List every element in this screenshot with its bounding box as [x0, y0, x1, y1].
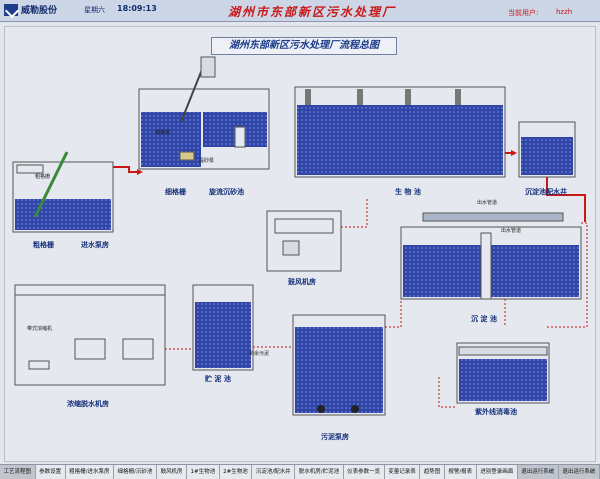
label-sludge-tank: 贮 泥 池: [205, 375, 231, 383]
label-bio-tank: 生 物 池: [395, 188, 421, 196]
nav-blower[interactable]: 鼓风机房: [156, 465, 187, 479]
current-user-label: 当前用户:: [508, 9, 539, 17]
nav-exit-1[interactable]: 退出运行系统: [517, 465, 559, 479]
small-label-coarse-grid: 粗格栅: [35, 174, 51, 180]
small-label-outlet-2: 出水管道: [501, 228, 522, 234]
nav-dewatering[interactable]: 脱水机房/贮泥池: [295, 465, 344, 479]
label-coarse-screen: 粗格栅: [33, 241, 54, 249]
blower-room-unit[interactable]: [266, 210, 342, 272]
flow-diagram-title: 湖州东部新区污水处理厂流程总图: [211, 37, 397, 55]
fine-screen-unit[interactable]: [138, 56, 270, 170]
nav-variable-log[interactable]: 变量记录表: [384, 465, 421, 479]
nav-instruments[interactable]: 仪表参数一览: [343, 465, 385, 479]
label-grit-chamber: 旋流沉砂池: [209, 188, 244, 196]
current-user-name: hzzh: [556, 8, 573, 16]
page-title: 湖州市东部新区污水处理厂: [228, 5, 397, 19]
small-label-return-sludge: 剩余污泥: [249, 351, 270, 357]
bio-tank-unit[interactable]: [294, 86, 506, 178]
nav-coarse-screen[interactable]: 粗格栅/进水泵房: [65, 465, 115, 479]
nav-fine-screen[interactable]: 细格栅/沉砂池: [114, 465, 157, 479]
process-diagram: [12, 56, 588, 416]
label-inlet-pump: 进水泵房: [81, 241, 109, 249]
small-label-dewater-machine: 带式浓缩机: [27, 326, 53, 332]
sludge-pump-unit[interactable]: [292, 314, 386, 416]
bottom-nav: 工艺流程图 参数设置 粗格栅/进水泵房 细格栅/沉砂池 鼓风机房 1#生物池 2…: [0, 464, 600, 479]
small-label-fine-grid: 细格栅: [155, 130, 171, 136]
nav-clarifier[interactable]: 沉淀池/配水井: [252, 465, 296, 479]
nav-exit-2[interactable]: 退出运行系统: [558, 465, 600, 479]
header-bar: 威勒股份 星期六 18:09:13 湖州市东部新区污水处理厂 当前用户: hzz…: [0, 0, 600, 22]
process-flow-panel: 湖州东部新区污水处理厂流程总图: [4, 26, 596, 462]
label-uv: 紫外线消毒池: [475, 408, 517, 416]
label-fine-screen: 细格栅: [165, 188, 186, 196]
nav-process-flow[interactable]: 工艺流程图: [0, 465, 36, 479]
clarifier-well-unit[interactable]: [518, 121, 576, 178]
clarifier-unit[interactable]: [400, 212, 582, 300]
sludge-tank-unit[interactable]: [192, 284, 254, 371]
company-logo: 威勒股份: [4, 3, 64, 19]
label-sludge-pump: 污泥泵房: [321, 433, 349, 441]
weekday-label: 星期六: [84, 6, 105, 14]
nav-trend[interactable]: 趋势图: [420, 465, 445, 479]
label-clarifier-well: 沉淀池配水井: [525, 188, 567, 196]
label-clarifier: 沉 淀 池: [471, 315, 497, 323]
dewatering-unit[interactable]: [14, 284, 166, 386]
company-name: 威勒股份: [21, 6, 58, 16]
label-blower-room: 鼓风机房: [288, 278, 316, 286]
nav-parameters[interactable]: 参数设置: [35, 465, 66, 479]
coarse-screen-unit[interactable]: [12, 151, 114, 233]
nav-bio-2[interactable]: 2#生物池: [219, 465, 253, 479]
small-label-grit-pump: 提砂泵: [199, 158, 215, 164]
uv-disinfection-unit[interactable]: [456, 342, 550, 404]
nav-bio-1[interactable]: 1#生物池: [187, 465, 220, 479]
clock: 18:09:13: [117, 4, 157, 13]
nav-alarm-report[interactable]: 报警/报表: [444, 465, 477, 479]
label-dewatering: 浓缩脱水机房: [67, 400, 109, 408]
logo-icon: [4, 4, 18, 16]
small-label-outlet-1: 出水管道: [477, 200, 498, 206]
nav-login[interactable]: 进别登录画面: [476, 465, 518, 479]
